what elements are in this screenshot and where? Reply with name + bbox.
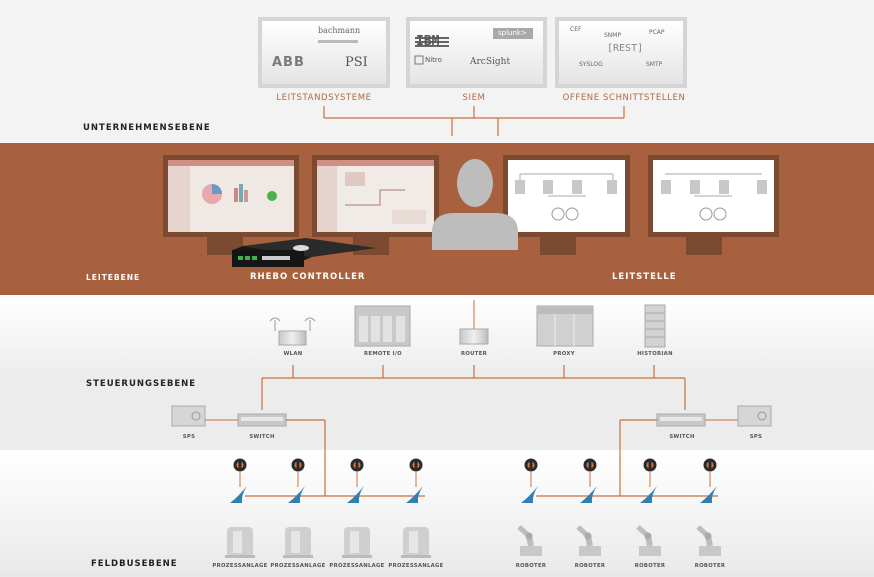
shark-fin-icon: [580, 486, 597, 503]
field-device-caption: PROZESSANLAGE: [270, 563, 326, 569]
abb-logo: ABB: [272, 55, 305, 70]
monitor-3: [503, 155, 630, 255]
switch-left-icon: [237, 413, 287, 427]
tank-icon: [283, 527, 313, 558]
bachmann-underline: [318, 40, 358, 43]
shark-fin-icon: [347, 486, 364, 503]
shark-fin-icon: [700, 486, 717, 503]
shark-fin-icon: [288, 486, 305, 503]
field-device-caption: ROBOTER: [694, 563, 726, 569]
switch-left-caption: SWITCH: [249, 434, 275, 440]
sps-left-caption: SPS: [182, 434, 196, 440]
rhebo-controller-device: [232, 238, 376, 267]
enterprise-level-label: UNTERNEHMENSEBENE: [83, 123, 211, 133]
shark-fin-icon: [230, 486, 247, 503]
wlan-caption: WLAN: [283, 351, 303, 357]
tank-icon: [225, 527, 255, 558]
shark-fin-icon: [406, 486, 423, 503]
nitro-logo: Nitro: [425, 56, 442, 64]
leitstand-logo-box: [258, 17, 390, 88]
field-device-caption: ROBOTER: [574, 563, 606, 569]
remote-io-icon: [354, 305, 411, 347]
field-device-caption: ROBOTER: [634, 563, 666, 569]
shark-fin-icon: [640, 486, 657, 503]
tank-icon: [342, 527, 372, 558]
sensor-icon: [643, 458, 657, 472]
leitstandsysteme-caption: LEITSTANDSYSTEME: [276, 93, 372, 103]
control-center-label: LEITSTELLE: [612, 272, 677, 282]
rhebo-controller-label: RHEBO CONTROLLER: [250, 272, 366, 282]
interfaces-box: [555, 17, 687, 88]
sps-right-caption: SPS: [749, 434, 763, 440]
enterprise-connector: [323, 106, 625, 136]
ibm-logo: IBM: [416, 34, 440, 49]
field-device-caption: PROZESSANLAGE: [212, 563, 268, 569]
siem-logo-box: [406, 17, 547, 88]
robot-arm-icon: [696, 525, 721, 556]
sensor-icon: [233, 458, 247, 472]
sensor-icon: [291, 458, 305, 472]
rest-label: [REST]: [607, 43, 644, 54]
field-device-caption: PROZESSANLAGE: [388, 563, 444, 569]
sps-right-icon: [737, 405, 772, 427]
router-caption: ROUTER: [461, 351, 487, 357]
robot-arm-icon: [636, 525, 661, 556]
sensor-icon: [524, 458, 538, 472]
control-band: [0, 370, 874, 450]
offene-schnittstellen-caption: OFFENE SCHNITTSTELLEN: [562, 93, 686, 103]
operator-icon: [432, 159, 518, 250]
fieldbus-wiring: [245, 419, 718, 497]
sensor-icon: [409, 458, 423, 472]
sensor-icon: [703, 458, 717, 472]
siem-caption: SIEM: [462, 93, 486, 103]
fieldbus-band: [0, 450, 874, 577]
splunk-logo: splunk>: [498, 29, 527, 37]
sensor-icon: [583, 458, 597, 472]
switch-right-caption: SWITCH: [669, 434, 695, 440]
snmp-label: SNMP: [604, 32, 622, 39]
wlan-router-icon: [269, 317, 316, 346]
tank-icon: [401, 527, 431, 558]
network-bus: [261, 365, 686, 410]
psi-logo: PSI: [345, 55, 368, 70]
robot-arm-icon: [517, 525, 542, 556]
field-device-caption: ROBOTER: [515, 563, 547, 569]
robot-arm-icon: [576, 525, 601, 556]
proxy-icon: [536, 305, 594, 347]
sensor-icon: [350, 458, 364, 472]
proxy-caption: PROXY: [553, 351, 575, 357]
sps-left-icon: [171, 405, 206, 427]
router-icon: [459, 300, 489, 345]
monitor-2: [312, 155, 439, 255]
field-device-caption: PROZESSANLAGE: [329, 563, 385, 569]
syslog-label: SYSLOG: [579, 61, 603, 68]
historian-icon: [644, 304, 666, 348]
pcap-label: PCAP: [649, 29, 665, 36]
remote-io-caption: REMOTE I/O: [364, 351, 402, 357]
switch-right-icon: [656, 413, 706, 427]
shark-fin-icon: [521, 486, 538, 503]
monitor-1: [163, 155, 299, 255]
fieldbus-level-label: FELDBUSEBENE: [91, 559, 178, 569]
arcsight-logo: ArcSight: [470, 57, 511, 67]
control-room-level-label: LEITEBENE: [86, 273, 141, 282]
smtp-label: SMTP: [646, 61, 663, 68]
control-level-label: STEUERUNGSEBENE: [86, 379, 197, 389]
historian-caption: HISTORIAN: [637, 351, 673, 357]
monitor-4: [648, 155, 779, 255]
cef-label: CEF: [570, 26, 582, 33]
bachmann-logo: bachmann: [318, 26, 361, 35]
field-devices: [225, 458, 721, 558]
network-band: [0, 295, 874, 370]
